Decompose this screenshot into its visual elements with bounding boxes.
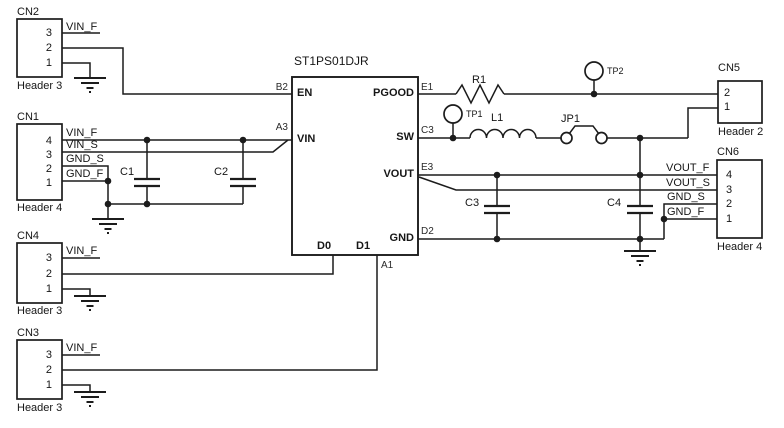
connector-cn1-type: Header 4 <box>17 202 63 214</box>
testpoint-tp2-label: TP2 <box>607 66 624 76</box>
ic-designator-c3: C3 <box>421 125 434 136</box>
junction-dots <box>104 90 668 243</box>
ground-symbol-cn2 <box>74 77 106 93</box>
net-label-cn6-gnd-s: GND_S <box>667 191 705 203</box>
net-label-vin-s: VIN_S <box>66 139 98 151</box>
connector-cn5-ref: CN5 <box>718 62 741 74</box>
ic-pin-vin: VIN <box>297 133 316 145</box>
wire-cn3-gnd <box>62 384 91 392</box>
capacitor-c1-label: C1 <box>120 166 135 178</box>
connector-cn5-box <box>717 80 763 124</box>
testpoint-tp1 <box>443 104 463 138</box>
ground-symbol-cn1 <box>92 218 124 234</box>
cn6-pin-1: 1 <box>726 213 733 225</box>
connector-cn3-type: Header 3 <box>17 402 63 414</box>
net-label-cn4-vin-f: VIN_F <box>66 245 98 257</box>
capacitor-c3-label: C3 <box>465 197 480 209</box>
wire-to-cn5-pin1 <box>687 107 718 138</box>
connector-cn6-ref: CN6 <box>717 146 740 158</box>
net-label-cn3-vin-f: VIN_F <box>66 342 98 354</box>
cn4-pin-1: 1 <box>45 283 52 295</box>
wire-cn2-gnd <box>62 62 91 78</box>
ic-pin-en: EN <box>297 87 313 99</box>
resistor-r1-label: R1 <box>472 74 487 86</box>
cn5-pin-2: 2 <box>724 87 731 99</box>
capacitor-c4-label: C4 <box>607 197 622 209</box>
net-label-vin-f: VIN_F <box>66 127 98 139</box>
ic-pin-gnd: GND <box>389 232 414 244</box>
connector-cn4-type: Header 3 <box>17 305 63 317</box>
connector-cn2-type: Header 3 <box>17 80 63 92</box>
wire-cn4-gnd <box>62 288 91 296</box>
capacitor-c2-label: C2 <box>214 166 229 178</box>
wire-cn2-to-en <box>62 47 292 95</box>
cn1-pin-4: 4 <box>45 135 52 147</box>
connector-cn3-ref: CN3 <box>17 327 40 339</box>
connector-cn1-box <box>16 123 63 201</box>
cn1-pin-3: 3 <box>45 149 52 161</box>
connector-cn4-ref: CN4 <box>17 230 40 242</box>
wire-cn4-to-d0 <box>62 255 334 275</box>
net-label-gnd-f: GND_F <box>66 168 104 180</box>
ic-designator-a3: A3 <box>275 122 288 133</box>
cn4-pin-3: 3 <box>45 252 52 264</box>
ic-designator-b2: B2 <box>275 82 288 93</box>
ic-title: ST1PS01DJR <box>294 54 369 68</box>
ic-pin-d1: D1 <box>356 240 371 252</box>
cn2-pin-2: 2 <box>45 42 52 54</box>
connector-cn1-ref: CN1 <box>17 111 40 123</box>
ic-pin-sw: SW <box>396 131 414 143</box>
cn3-pin-3: 3 <box>45 349 52 361</box>
ic-pin-pgood: PGOOD <box>373 87 414 99</box>
capacitor-c2 <box>230 140 256 204</box>
net-label-cn6-gnd-f: GND_F <box>667 206 705 218</box>
ic-designator-a1: A1 <box>381 260 394 271</box>
ic-box <box>291 76 419 256</box>
ground-symbol-output <box>624 250 656 266</box>
cn4-pin-2: 2 <box>45 268 52 280</box>
capacitor-c3 <box>484 175 510 239</box>
ic-pin-vout: VOUT <box>383 168 414 180</box>
inductor-l1-label: L1 <box>491 112 504 124</box>
connector-cn2-ref: CN2 <box>17 6 40 18</box>
ic-designator-e1: E1 <box>421 82 434 93</box>
connector-cn5-type: Header 2 <box>718 126 764 138</box>
jumper-jp1 <box>560 125 608 145</box>
connector-cn4-box <box>16 242 63 304</box>
jumper-jp1-label: JP1 <box>561 113 580 125</box>
cn2-pin-3: 3 <box>45 27 52 39</box>
cn3-pin-2: 2 <box>45 364 52 376</box>
ground-symbol-cn3 <box>74 391 106 407</box>
ground-symbol-cn4 <box>74 295 106 311</box>
net-label-vout-s: VOUT_S <box>666 177 711 189</box>
cn6-pin-3: 3 <box>726 184 733 196</box>
ic-designator-d2: D2 <box>421 226 434 237</box>
connector-cn6-type: Header 4 <box>717 241 763 253</box>
wire-vin-s <box>62 139 289 153</box>
testpoint-tp1-label: TP1 <box>466 109 483 119</box>
cn1-pin-1: 1 <box>45 177 52 189</box>
testpoint-tp2 <box>584 61 604 94</box>
wire-vout-s <box>418 176 717 191</box>
ic-designator-e3: E3 <box>421 162 434 173</box>
capacitor-c1 <box>134 140 160 204</box>
cn1-pin-2: 2 <box>45 163 52 175</box>
net-label-cn2-vin-f: VIN_F <box>66 21 98 33</box>
net-label-vout-f: VOUT_F <box>666 162 710 174</box>
net-label-gnd-s: GND_S <box>66 153 104 165</box>
capacitor-c4 <box>627 138 653 239</box>
cn6-pin-4: 4 <box>726 169 733 181</box>
ic-pin-d0: D0 <box>317 240 332 252</box>
cn3-pin-1: 1 <box>45 379 52 391</box>
resistor-r1 <box>455 83 505 105</box>
cn5-pin-1: 1 <box>724 101 731 113</box>
cn2-pin-1: 1 <box>45 57 52 69</box>
connector-cn6-box <box>716 159 763 239</box>
wire-cn6-gnd-s <box>663 203 717 239</box>
cn6-pin-2: 2 <box>726 198 733 210</box>
wire-cn3-to-d1 <box>62 255 378 371</box>
inductor-l1 <box>469 128 537 139</box>
